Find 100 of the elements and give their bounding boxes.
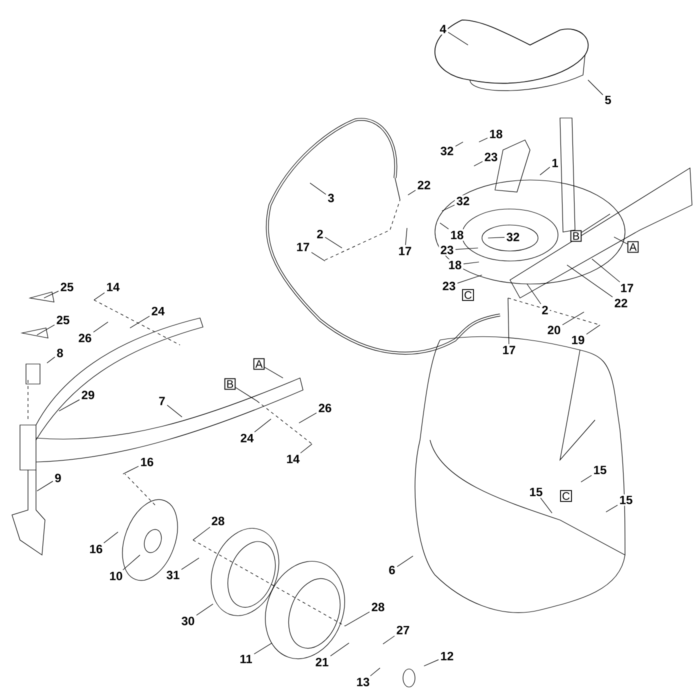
leader-line: [540, 498, 552, 514]
callout-number: 17: [396, 245, 414, 257]
leader-line: [455, 142, 464, 147]
callout-number: 26: [76, 332, 94, 344]
callout-number: 1: [550, 157, 560, 169]
callout-number: 2: [540, 304, 550, 316]
leader-line: [264, 366, 284, 378]
callout-number: 18: [446, 259, 464, 271]
leader-line: [614, 236, 628, 244]
leader-line: [396, 556, 414, 567]
leader-line: [580, 475, 592, 482]
callout-number: 12: [438, 650, 456, 662]
leader-line: [405, 228, 408, 246]
callout-number: 22: [612, 297, 630, 309]
callout-number: 22: [416, 179, 432, 191]
callout-number: 3: [326, 192, 336, 204]
callout-number: 32: [504, 231, 522, 243]
leader-line: [192, 526, 210, 540]
callout-number: 26: [316, 402, 334, 414]
callout-number: 23: [440, 280, 458, 292]
leader-line: [310, 182, 326, 195]
leader-line: [104, 532, 118, 544]
leader-line: [122, 554, 140, 570]
leader-line: [370, 668, 380, 676]
leader-line: [166, 404, 182, 418]
leader-line: [36, 324, 55, 336]
callout-number: 31: [164, 569, 182, 581]
reference-letter-box: A: [627, 241, 639, 253]
leader-line: [93, 322, 108, 332]
leader-line: [442, 204, 455, 212]
reference-letter-box: B: [224, 378, 236, 390]
callout-number: 8: [55, 347, 65, 359]
callout-number: 4: [438, 23, 448, 35]
leader-line: [424, 659, 439, 666]
callout-number: 18: [448, 229, 466, 241]
leader-line: [508, 298, 510, 344]
leader-line: [94, 292, 105, 300]
callout-number: 9: [53, 472, 63, 484]
leader-line: [448, 32, 468, 46]
leader-line: [46, 356, 56, 364]
reference-letter-box: B: [570, 230, 582, 242]
leader-line: [440, 222, 449, 230]
leader-line: [457, 274, 482, 284]
leader-line: [566, 264, 613, 298]
leader-line: [344, 612, 370, 626]
leader-line: [488, 237, 505, 238]
leader-line: [254, 418, 272, 432]
callout-number: 30: [180, 615, 196, 627]
leader-line: [235, 387, 258, 402]
callout-number: 24: [150, 305, 166, 317]
leader-line: [586, 324, 600, 335]
reference-letter-box: C: [560, 490, 572, 502]
reference-letter-box: C: [462, 289, 474, 301]
callout-number: 13: [354, 676, 372, 688]
callout-number: 23: [438, 244, 456, 256]
callout-number: 10: [108, 570, 124, 582]
callout-number: 29: [80, 389, 96, 401]
leader-line: [540, 166, 550, 176]
callout-number: 20: [546, 324, 562, 336]
callout-number: 19: [570, 334, 586, 346]
callout-number: 32: [438, 145, 456, 157]
callout-number: 5: [603, 94, 613, 106]
callout-number: 18: [488, 128, 504, 140]
callout-number: 6: [387, 564, 397, 576]
callout-number: 15: [618, 494, 634, 506]
leader-line: [122, 466, 139, 474]
callout-number: 25: [54, 314, 72, 326]
leader-line: [588, 80, 604, 96]
leader-line: [36, 480, 54, 492]
leader-line: [330, 642, 350, 656]
callout-number: 25: [58, 281, 76, 293]
leader-line: [455, 248, 478, 250]
leader-line: [592, 258, 620, 282]
leader-line: [382, 636, 395, 644]
callout-number: 32: [454, 195, 472, 207]
reference-letter-box: A: [253, 358, 265, 370]
leader-line: [581, 214, 610, 233]
callout-number: 7: [157, 395, 167, 407]
callout-number: 14: [284, 453, 302, 465]
leader-line: [324, 236, 342, 248]
leader-line: [254, 642, 272, 654]
leader-line: [196, 604, 214, 616]
leader-line: [300, 444, 312, 454]
callout-number: 27: [394, 624, 412, 636]
callout-number: 24: [238, 432, 256, 444]
leader-line: [58, 399, 80, 412]
leader-line: [181, 558, 200, 570]
callout-number: 15: [528, 486, 544, 498]
callout-number: 17: [294, 241, 312, 253]
leader-line: [526, 284, 542, 304]
callout-number: 15: [592, 464, 608, 476]
leader-line: [463, 262, 480, 264]
leader-line: [408, 190, 416, 196]
callout-number: 21: [314, 656, 330, 668]
leader-line: [474, 161, 483, 166]
callout-number: 16: [138, 456, 156, 468]
leader-line: [298, 412, 317, 424]
leader-line: [478, 138, 488, 142]
callout-number: 14: [104, 281, 122, 293]
leader-line: [44, 290, 59, 298]
